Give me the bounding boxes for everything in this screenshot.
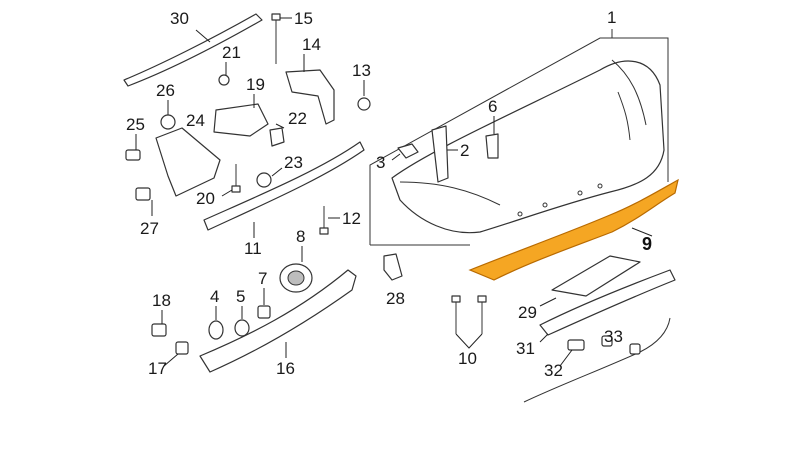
reinforcement-bar[interactable]	[203, 141, 365, 238]
label-17: 17	[148, 359, 167, 378]
label-21: 21	[222, 43, 241, 62]
label-32: 32	[544, 361, 563, 380]
screw-21[interactable]	[218, 62, 230, 86]
clip-22[interactable]	[269, 123, 285, 147]
label-24: 24	[186, 111, 205, 130]
label-9: 9	[642, 234, 652, 254]
bumper-cover[interactable]	[391, 59, 665, 234]
stud-15[interactable]	[271, 13, 292, 64]
label-14: 14	[302, 35, 321, 54]
label-29: 29	[518, 303, 537, 322]
screw-25[interactable]	[125, 134, 141, 161]
label-33: 33	[604, 327, 623, 346]
bracket-19[interactable]	[213, 94, 269, 137]
label-18: 18	[152, 291, 171, 310]
label-20: 20	[196, 189, 215, 208]
grommet-4[interactable]	[208, 306, 224, 340]
grommet-26[interactable]	[160, 100, 176, 130]
bracket-24[interactable]	[155, 127, 221, 197]
label-4: 4	[210, 287, 219, 306]
bolts-10[interactable]	[451, 295, 487, 349]
lower-panel-31[interactable]	[539, 269, 676, 343]
label-7: 7	[258, 269, 267, 288]
label-11: 11	[244, 239, 262, 258]
lower-panel-29[interactable]	[539, 255, 641, 307]
side-bracket-16[interactable]	[199, 269, 357, 373]
bolt-12[interactable]	[319, 206, 340, 235]
label-19: 19	[246, 75, 265, 94]
bumper-assembly-box	[369, 29, 669, 246]
grommet-5[interactable]	[234, 306, 250, 337]
bracket-2[interactable]	[431, 125, 458, 183]
clip-7[interactable]	[257, 288, 271, 319]
label-15: 15	[294, 9, 313, 28]
label-3: 3	[376, 153, 385, 172]
label-28: 28	[386, 289, 405, 308]
label-1: 1	[607, 8, 616, 27]
label-25: 25	[126, 115, 145, 134]
clip-3[interactable]	[391, 143, 419, 161]
wiring-harness[interactable]	[523, 317, 671, 403]
label-8: 8	[296, 227, 305, 246]
strip-30[interactable]	[123, 13, 263, 87]
label-23: 23	[284, 153, 303, 172]
label-12: 12	[342, 209, 361, 228]
energy-absorber-highlight[interactable]	[468, 178, 679, 281]
bracket-28[interactable]	[383, 253, 403, 281]
bolt-20[interactable]	[221, 164, 241, 197]
label-27: 27	[140, 219, 159, 238]
label-13: 13	[352, 61, 371, 80]
bracket-6[interactable]	[485, 116, 499, 159]
bolt-27[interactable]	[135, 187, 153, 216]
bolt-17[interactable]	[163, 341, 189, 367]
label-5: 5	[236, 287, 245, 306]
label-6: 6	[488, 97, 497, 116]
nut-13[interactable]	[357, 80, 371, 111]
label-2: 2	[460, 141, 469, 160]
label-31: 31	[516, 339, 535, 358]
sensor-8[interactable]	[279, 246, 313, 293]
label-30: 30	[170, 9, 189, 28]
bracket-14[interactable]	[285, 54, 335, 125]
label-16: 16	[276, 359, 295, 378]
screw-18[interactable]	[151, 310, 167, 337]
nut-23[interactable]	[256, 167, 283, 188]
label-22: 22	[288, 109, 307, 128]
label-26: 26	[156, 81, 175, 100]
label-10: 10	[458, 349, 477, 368]
